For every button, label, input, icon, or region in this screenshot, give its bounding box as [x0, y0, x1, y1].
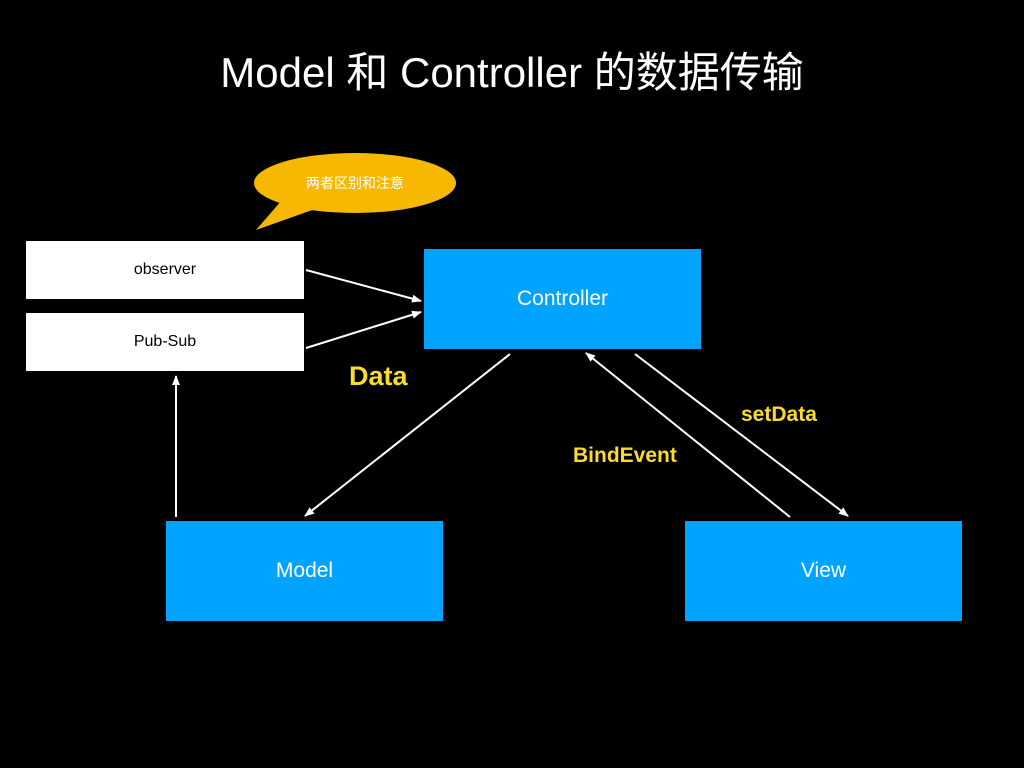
- node-observer-label: observer: [133, 261, 197, 278]
- node-model-label: Model: [275, 559, 334, 582]
- node-controller: Controller: [424, 249, 701, 349]
- diagram-title: Model 和 Controller 的数据传输: [220, 49, 804, 96]
- bubble-text: 两者区别和注意: [306, 175, 404, 191]
- arrow-controller-to-model: [304, 353, 511, 517]
- edge-label-data: Data: [349, 361, 408, 391]
- node-controller-label: Controller: [516, 287, 609, 310]
- arrow-pubsub-to-controller: [305, 310, 422, 349]
- arrow-view-to-controller: [585, 352, 791, 518]
- speech-bubble: [254, 153, 456, 230]
- edge-label-bindevent: BindEvent: [573, 444, 677, 467]
- edge-label-setdata: setData: [741, 403, 817, 426]
- node-pubsub: Pub-Sub: [26, 313, 304, 371]
- node-model: Model: [166, 521, 443, 621]
- node-view-label: View: [800, 559, 847, 582]
- arrow-observer-to-controller: [305, 269, 422, 303]
- node-view: View: [685, 521, 962, 621]
- node-observer: observer: [26, 241, 304, 299]
- node-pubsub-label: Pub-Sub: [133, 333, 197, 350]
- arrow-controller-to-view: [634, 353, 849, 517]
